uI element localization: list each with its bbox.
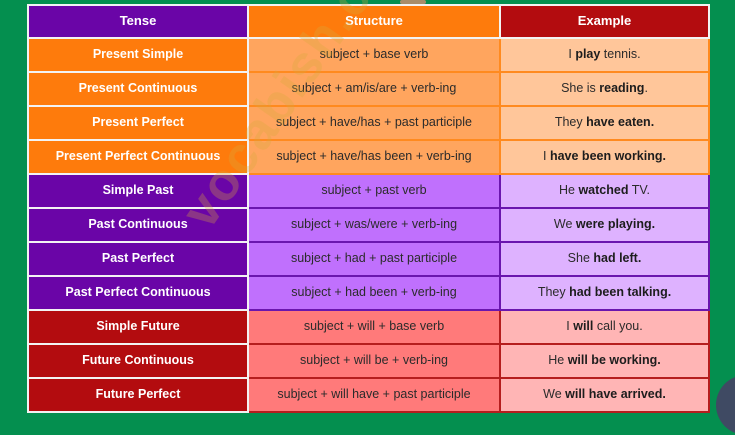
example-emphasis: were playing. (575, 217, 656, 232)
example-text: I (568, 47, 576, 62)
example-cell: She had left. (500, 241, 710, 277)
tense-cell: Future Perfect (27, 377, 249, 413)
example-cell: We were playing. (500, 207, 710, 243)
example-emphasis: will (573, 319, 594, 334)
structure-cell: subject + past verb (248, 173, 501, 209)
tense-cell: Present Perfect (27, 105, 249, 141)
header-tense: Tense (27, 4, 249, 39)
example-text: She is (561, 81, 600, 96)
example-cell: They had been talking. (500, 275, 710, 311)
example-text: TV. (628, 183, 650, 198)
tense-cell: Future Continuous (27, 343, 249, 379)
example-text: I (543, 149, 550, 164)
example-emphasis: will be working. (567, 353, 661, 368)
structure-cell: subject + had been + verb-ing (248, 275, 501, 311)
example-cell: They have eaten. (500, 105, 710, 141)
example-emphasis: had left. (593, 251, 642, 266)
corner-figure (716, 375, 735, 435)
example-text: He (548, 353, 568, 368)
example-text: call you. (593, 319, 643, 334)
header-structure: Structure (247, 4, 501, 39)
example-text: We (543, 387, 566, 402)
structure-cell: subject + am/is/are + verb-ing (248, 71, 501, 107)
example-cell: We will have arrived. (500, 377, 710, 413)
example-text: They (537, 285, 570, 300)
example-emphasis: have been working. (549, 149, 666, 164)
tense-cell: Simple Future (27, 309, 249, 345)
structure-cell: subject + will + base verb (248, 309, 501, 345)
example-emphasis: reading (599, 81, 645, 96)
tense-cell: Simple Past (27, 173, 249, 209)
example-text: He (558, 183, 579, 198)
example-cell: I will call you. (500, 309, 710, 345)
example-emphasis: will have arrived. (565, 387, 666, 402)
structure-cell: subject + had + past participle (248, 241, 501, 277)
tense-cell: Past Continuous (27, 207, 249, 243)
example-cell: She is reading. (500, 71, 710, 107)
example-emphasis: have eaten. (586, 115, 655, 130)
tense-cell: Past Perfect (27, 241, 249, 277)
structure-cell: subject + have/has been + verb-ing (248, 139, 501, 175)
structure-cell: subject + was/were + verb-ing (248, 207, 501, 243)
example-text: They (554, 115, 587, 130)
example-text: . (644, 81, 648, 96)
example-cell: I have been working. (500, 139, 710, 175)
structure-cell: subject + will have + past participle (248, 377, 501, 413)
example-cell: He watched TV. (500, 173, 710, 209)
example-emphasis: had been talking. (569, 285, 672, 300)
example-cell: He will be working. (500, 343, 710, 379)
header-example: Example (499, 4, 710, 39)
tense-cell: Present Perfect Continuous (27, 139, 249, 175)
example-text: I (566, 319, 574, 334)
tense-cell: Present Simple (27, 37, 249, 73)
example-cell: I play tennis. (500, 37, 710, 73)
tense-cell: Past Perfect Continuous (27, 275, 249, 311)
example-text: She (567, 251, 594, 266)
structure-cell: subject + have/has + past participle (248, 105, 501, 141)
example-text: tennis. (600, 47, 641, 62)
example-emphasis: play (575, 47, 601, 62)
tense-cell: Present Continuous (27, 71, 249, 107)
structure-cell: subject + will be + verb-ing (248, 343, 501, 379)
top-decoration (400, 0, 426, 4)
example-text: We (553, 217, 576, 232)
table-header-row: Tense Structure Example (27, 4, 710, 39)
example-emphasis: watched (578, 183, 629, 198)
structure-cell: subject + base verb (248, 37, 501, 73)
